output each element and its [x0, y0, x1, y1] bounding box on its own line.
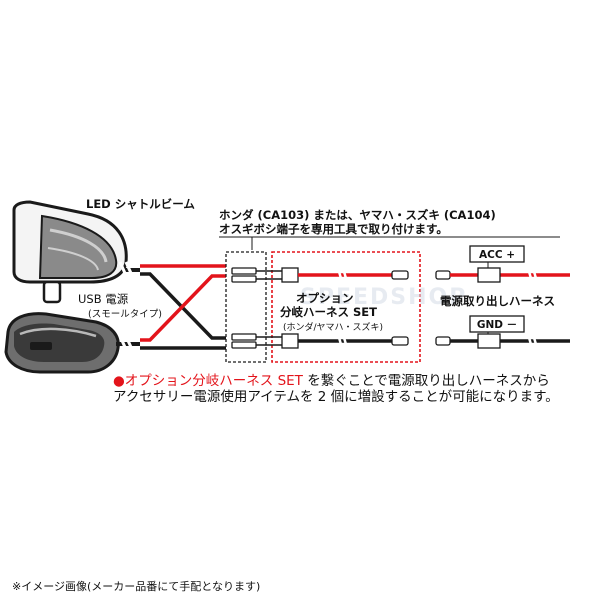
description-line1-rest: を繋ぐことで電源取り出しハーネスから	[302, 373, 550, 389]
usb-power-label: USB 電源	[78, 292, 129, 306]
acc-plus-label: ACC +	[479, 249, 515, 261]
bullet-mark: ●	[113, 373, 125, 389]
watermark: SPEEDSHOP	[300, 285, 467, 310]
led-shuttle-beam-label: LED シャトルビーム	[86, 197, 195, 211]
usb-power-unit-icon	[4, 312, 120, 374]
option-label-line3: (ホンダ/ヤマハ・スズキ)	[283, 323, 384, 333]
terminal-note-line1: ホンダ (CA103) または、ヤマハ・スズキ (CA104)	[219, 208, 496, 222]
gnd-minus-label: GND －	[477, 319, 517, 331]
footnote: ※イメージ画像(メーカー品番にて手配となります)	[12, 580, 261, 593]
option-label-line1: オプション	[296, 291, 354, 305]
description-highlight: オプション分岐ハーネス SET	[124, 373, 303, 389]
option-label-line2: 分岐ハーネス SET	[280, 305, 377, 319]
terminal-note-line2: オスギボシ端子を専用工具で取り付けます。	[219, 222, 448, 236]
power-harness-label: 電源取り出しハーネス	[440, 294, 555, 308]
description-line2: アクセサリー電源使用アイテムを 2 個に増設することが可能になります。	[113, 389, 559, 405]
led-shuttle-beam-icon	[12, 200, 128, 304]
usb-power-sublabel: (スモールタイプ)	[88, 309, 162, 320]
description-line1: ●オプション分岐ハーネス SET を繋ぐことで電源取り出しハーネスから	[113, 369, 550, 389]
